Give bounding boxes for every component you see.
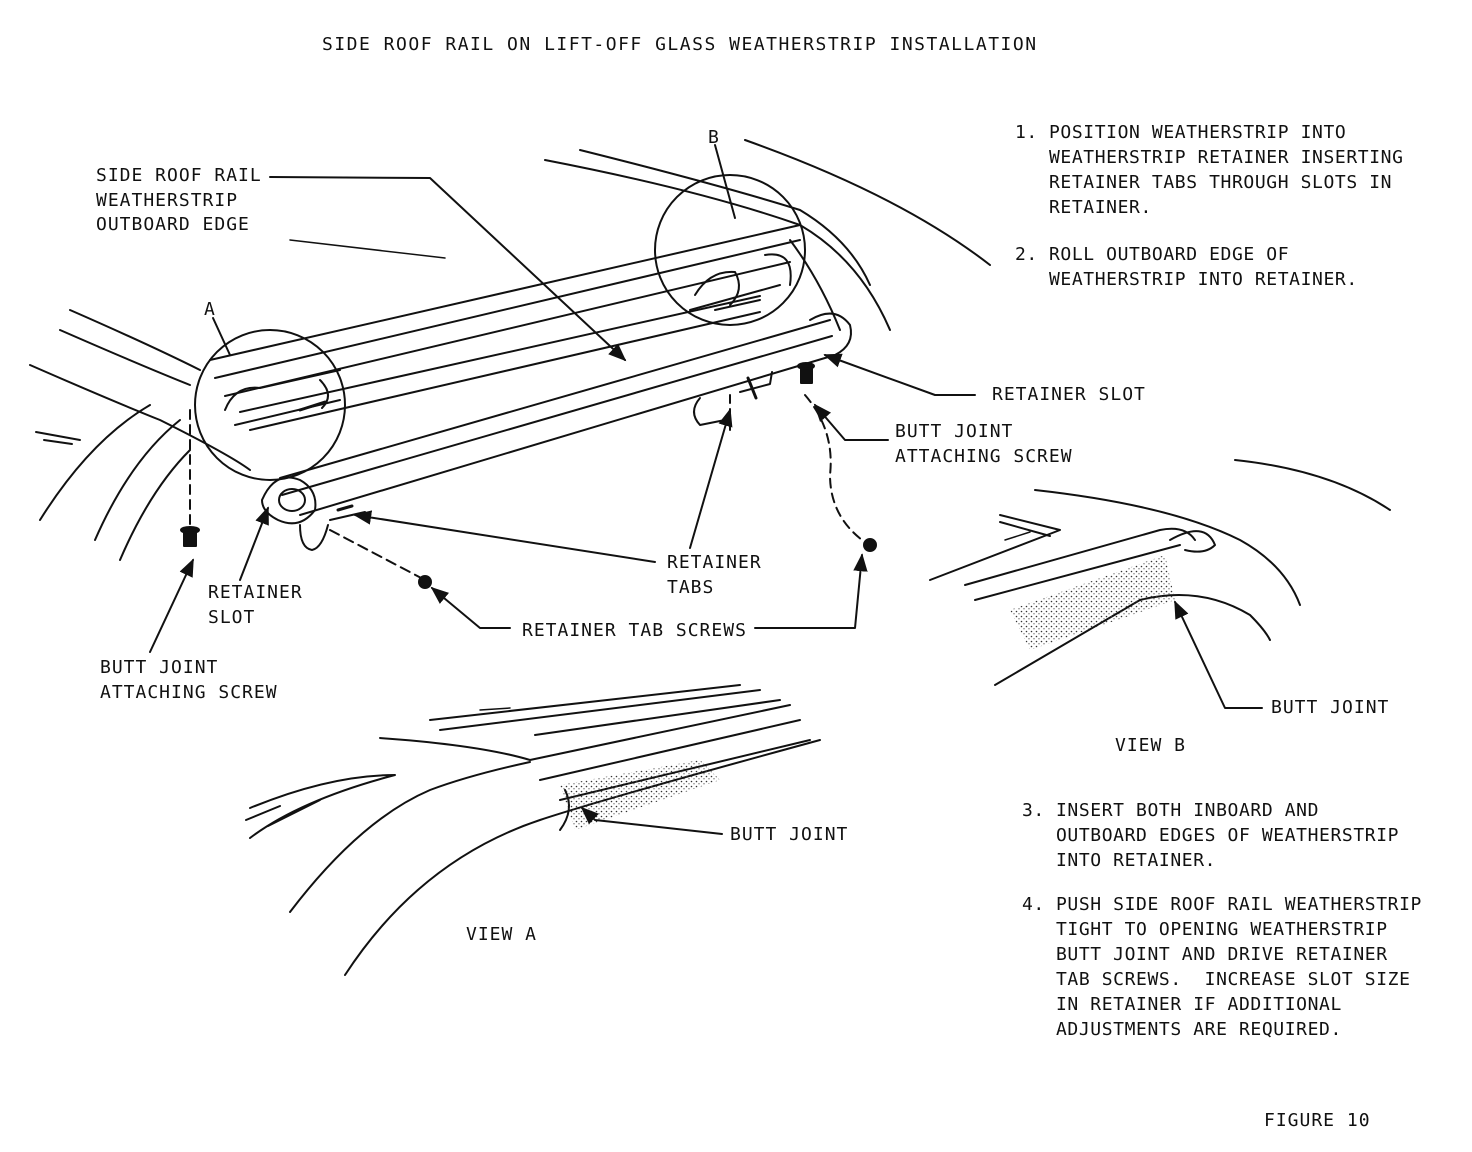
view-b-drawing <box>929 459 1391 709</box>
step-4: 4. PUSH SIDE ROOF RAIL WEATHERSTRIP TIGH… <box>1022 892 1462 1042</box>
leader-side-roof-rail <box>269 176 627 362</box>
body-window-frame-left <box>39 404 151 521</box>
page-title: SIDE ROOF RAIL ON LIFT-OFF GLASS WEATHER… <box>322 34 1038 55</box>
screw-icon-left <box>180 526 200 547</box>
label-butt-joint-screw-right: BUTT JOINT ATTACHING SCREW <box>895 421 1073 467</box>
leader-butt-screw-left <box>149 558 194 653</box>
label-retainer-tabs: RETAINER TABS <box>667 552 762 598</box>
tab-screw-icon-right <box>863 538 877 552</box>
screw-path-tab <box>329 529 426 581</box>
label-view-a: VIEW A <box>466 924 538 945</box>
step-2: 2. ROLL OUTBOARD EDGE OF WEATHERSTRIP IN… <box>1015 242 1455 292</box>
body-contour-left <box>29 364 251 471</box>
leader-tab-screws-right <box>754 553 868 629</box>
leader-butt-joint-a <box>580 806 723 835</box>
figure-label: FIGURE 10 <box>1264 1110 1371 1131</box>
view-a-butt-joint-area <box>560 760 720 830</box>
screw-icon-right <box>797 362 815 384</box>
label-retainer-slot-right: RETAINER SLOT <box>992 384 1146 405</box>
leader-retainer-tabs-left <box>353 510 656 563</box>
leader-butt-screw-right <box>813 403 889 441</box>
leader-retainer-slot-right <box>823 353 976 396</box>
weatherstrip-upper <box>279 319 831 479</box>
label-side-roof-rail: SIDE ROOF RAIL WEATHERSTRIP OUTBOARD EDG… <box>96 165 262 235</box>
label-butt-joint-view-a: BUTT JOINT <box>730 824 849 845</box>
weatherstrip-end-left <box>261 476 317 525</box>
step-1-text: POSITION WEATHERSTRIP INTO WEATHERSTRIP … <box>1049 122 1404 218</box>
step-3-text: INSERT BOTH INBOARD AND OUTBOARD EDGES O… <box>1056 800 1400 871</box>
view-a-drawing <box>245 684 821 976</box>
main-view <box>29 139 991 653</box>
step-1: 1. POSITION WEATHERSTRIP INTO WEATHERSTR… <box>1015 120 1455 220</box>
step-4-number: 4. <box>1022 894 1045 915</box>
label-detail-a: A <box>204 299 216 320</box>
step-3: 3. INSERT BOTH INBOARD AND OUTBOARD EDGE… <box>1022 798 1462 873</box>
weatherstrip-lower <box>299 354 836 516</box>
weatherstrip-end-right <box>809 312 852 356</box>
label-retainer-slot-left: RETAINER SLOT <box>208 582 303 628</box>
leader-retainer-tabs-right <box>689 408 733 549</box>
label-detail-b: B <box>708 127 720 148</box>
leader-tab-screws-left <box>430 586 511 629</box>
step-4-text: PUSH SIDE ROOF RAIL WEATHERSTRIP TIGHT T… <box>1056 894 1422 1040</box>
step-3-number: 3. <box>1022 800 1045 821</box>
view-b-butt-joint-area <box>1010 555 1175 650</box>
step-2-number: 2. <box>1015 244 1038 265</box>
leader-retainer-slot-left <box>239 506 269 581</box>
detail-circle-b <box>654 174 806 326</box>
step-2-text: ROLL OUTBOARD EDGE OF WEATHERSTRIP INTO … <box>1049 244 1358 290</box>
label-retainer-tab-screws: RETAINER TAB SCREWS <box>522 620 747 641</box>
roof-panel-edge <box>209 224 801 361</box>
screw-path-right <box>804 394 863 541</box>
detail-circle-a <box>194 329 346 481</box>
roof-contour-right <box>544 159 891 331</box>
step-1-number: 1. <box>1015 122 1038 143</box>
label-butt-joint-screw-left: BUTT JOINT ATTACHING SCREW <box>100 657 278 703</box>
tab-screw-icon-left <box>418 575 432 589</box>
label-butt-joint-view-b: BUTT JOINT <box>1271 697 1390 718</box>
label-view-b: VIEW B <box>1115 735 1187 756</box>
leader-butt-joint-b <box>1174 600 1263 709</box>
